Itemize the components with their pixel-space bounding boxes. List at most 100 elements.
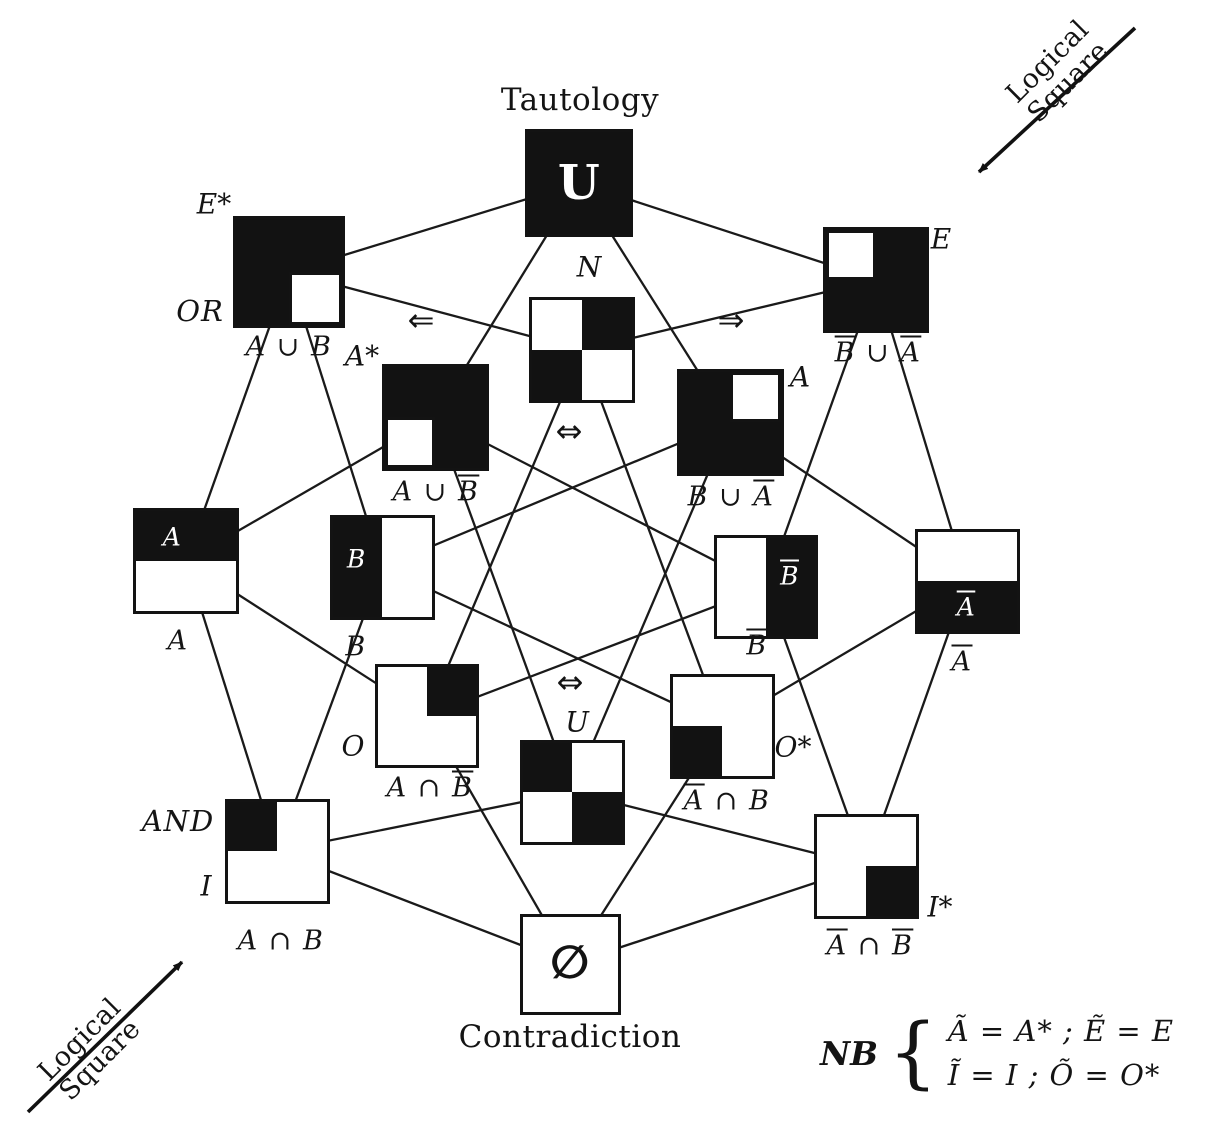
term: B <box>748 785 771 817</box>
cell-tl-black <box>522 742 572 792</box>
overlined-term: A <box>753 481 775 513</box>
cell-tr-white <box>730 371 781 422</box>
node-square-estar <box>233 216 345 328</box>
cell-tl-black <box>227 801 277 851</box>
term: ∪ <box>709 481 754 513</box>
cell-tl-white <box>826 230 876 280</box>
and-label: AND <box>141 804 215 838</box>
nb-brace: { <box>888 1007 938 1098</box>
overlined-term: A <box>951 646 973 678</box>
iff-arrow-upper-icon: ⇔ <box>555 412 583 450</box>
node-caption-setA: A <box>168 626 189 657</box>
lattice-edge-setB-ascr <box>381 420 731 569</box>
term: ∩ <box>704 785 749 817</box>
term: U <box>557 155 601 211</box>
term: ∪ <box>266 331 311 363</box>
cell-tl-black <box>528 132 579 183</box>
term: B <box>310 331 333 363</box>
cell-tr-black <box>289 219 342 272</box>
cell-br-black <box>730 422 781 473</box>
cell-br-black <box>967 581 1017 631</box>
cell-br-black <box>766 587 815 636</box>
script-letter-e: E <box>930 222 952 256</box>
overlined-term: B <box>834 337 857 369</box>
node-caption-e: B ∪ A <box>835 338 922 369</box>
node-square-taut: U <box>525 129 633 237</box>
contradiction-title: Contradiction <box>458 1019 682 1055</box>
lattice-edge-ostar-n <box>580 349 724 727</box>
node-square-setAbar: A <box>914 528 1020 634</box>
cell-tl-black <box>679 371 730 422</box>
node-caption-estar: A ∪ B <box>246 332 333 363</box>
cell-bl-black <box>672 726 722 776</box>
tautology-title: Tautology <box>500 82 660 118</box>
cell-br-white <box>289 272 342 325</box>
logical-square-arrow-top-right <box>977 26 1137 174</box>
implies-right-arrow-icon: ⇒ <box>717 301 745 339</box>
logical-square-arrow-bottom-left <box>26 960 184 1114</box>
term: ∩ <box>847 930 892 962</box>
term: A <box>237 925 259 957</box>
cell-tr-black <box>435 366 486 417</box>
overlined-term: B <box>746 630 768 662</box>
node-square-n <box>529 297 635 403</box>
cell-bl-black <box>528 183 579 234</box>
lattice-edge-o-n <box>425 349 584 717</box>
cell-tr-black <box>766 538 815 587</box>
term: ∪ <box>856 337 901 369</box>
nb-label: NB <box>820 1033 879 1073</box>
node-caption-o: A ∩ B <box>387 773 474 804</box>
cell-bl-black <box>332 567 382 617</box>
cell-tr-black <box>876 230 926 280</box>
term: B <box>346 544 366 574</box>
node-caption-setAbar: A <box>952 647 973 678</box>
cell-br-black <box>572 792 622 842</box>
node-square-setBbar: B <box>714 535 818 639</box>
script-letter-ascr: A <box>789 360 811 394</box>
node-square-ostar <box>669 673 775 779</box>
script-letter-astar: A* <box>344 339 380 373</box>
cell-br-black <box>435 417 486 468</box>
term: ∪ <box>413 476 458 508</box>
nb-row-1: Ã = A* ; Ẽ = E <box>947 1014 1175 1048</box>
term: A <box>245 331 267 363</box>
node-caption-setBbar: B <box>746 631 767 662</box>
cell-br-black <box>876 280 926 330</box>
cell-bl-white <box>384 417 435 468</box>
node-caption-istar: A ∩ B <box>827 931 914 962</box>
term: A <box>162 522 182 552</box>
node-square-uscr <box>519 739 625 845</box>
script-letter-n: N <box>576 250 602 284</box>
nb-row-2: Ĩ = I ; Õ = O* <box>947 1058 1161 1092</box>
overlined-term: A <box>826 930 848 962</box>
node-caption-ascr: B ∪ A <box>688 482 775 513</box>
node-caption-ostar: A ∩ B <box>684 786 771 817</box>
cell-tr-black <box>186 511 236 561</box>
script-letter-ostar: O* <box>774 730 812 764</box>
term: ∅ <box>550 935 590 990</box>
cell-tr-black <box>582 300 632 350</box>
overlined-term: A <box>900 337 922 369</box>
overlined-term: B <box>451 772 474 804</box>
cell-tl-black <box>332 517 382 567</box>
script-letter-o: O <box>341 729 365 763</box>
lattice-edge-uscr-astar <box>433 416 574 793</box>
lattice-edge-o-setBbar <box>426 585 767 718</box>
node-caption-setB: B <box>345 632 366 663</box>
node-inner-label-taut: U <box>558 155 600 211</box>
term: ∩ <box>407 772 452 804</box>
term: B <box>345 631 367 663</box>
overlined-term: A <box>956 592 976 622</box>
implies-left-arrow-icon: ⇐ <box>407 301 435 339</box>
term: A <box>167 625 189 657</box>
cell-bl-black <box>236 272 289 325</box>
node-inner-label-setBbar: B <box>780 562 799 591</box>
term: ∩ <box>258 925 303 957</box>
lattice-edge-uscr-ascr <box>570 421 732 793</box>
overlined-term: B <box>780 561 799 591</box>
iff-arrow-lower-icon: ⇔ <box>556 663 584 701</box>
node-square-astar <box>381 363 489 471</box>
node-square-setA: A <box>133 508 239 614</box>
lattice-edge-ostar-setB <box>381 565 723 728</box>
